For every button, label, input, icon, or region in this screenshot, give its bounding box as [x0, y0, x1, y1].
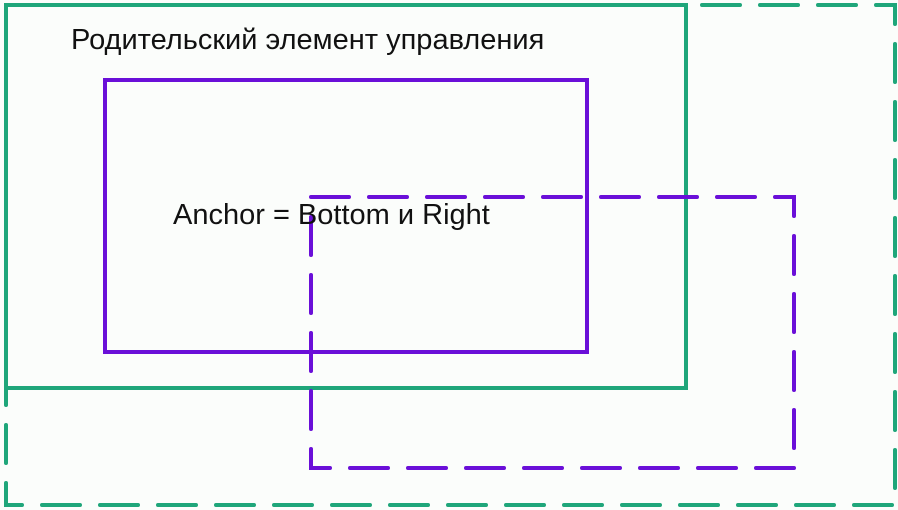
child-control-outline	[103, 78, 589, 354]
anchor-label: Anchor = Bottom и Right	[173, 199, 490, 231]
parent-control-label: Родительский элемент управления	[71, 24, 545, 56]
child-moved-outline	[309, 195, 796, 470]
